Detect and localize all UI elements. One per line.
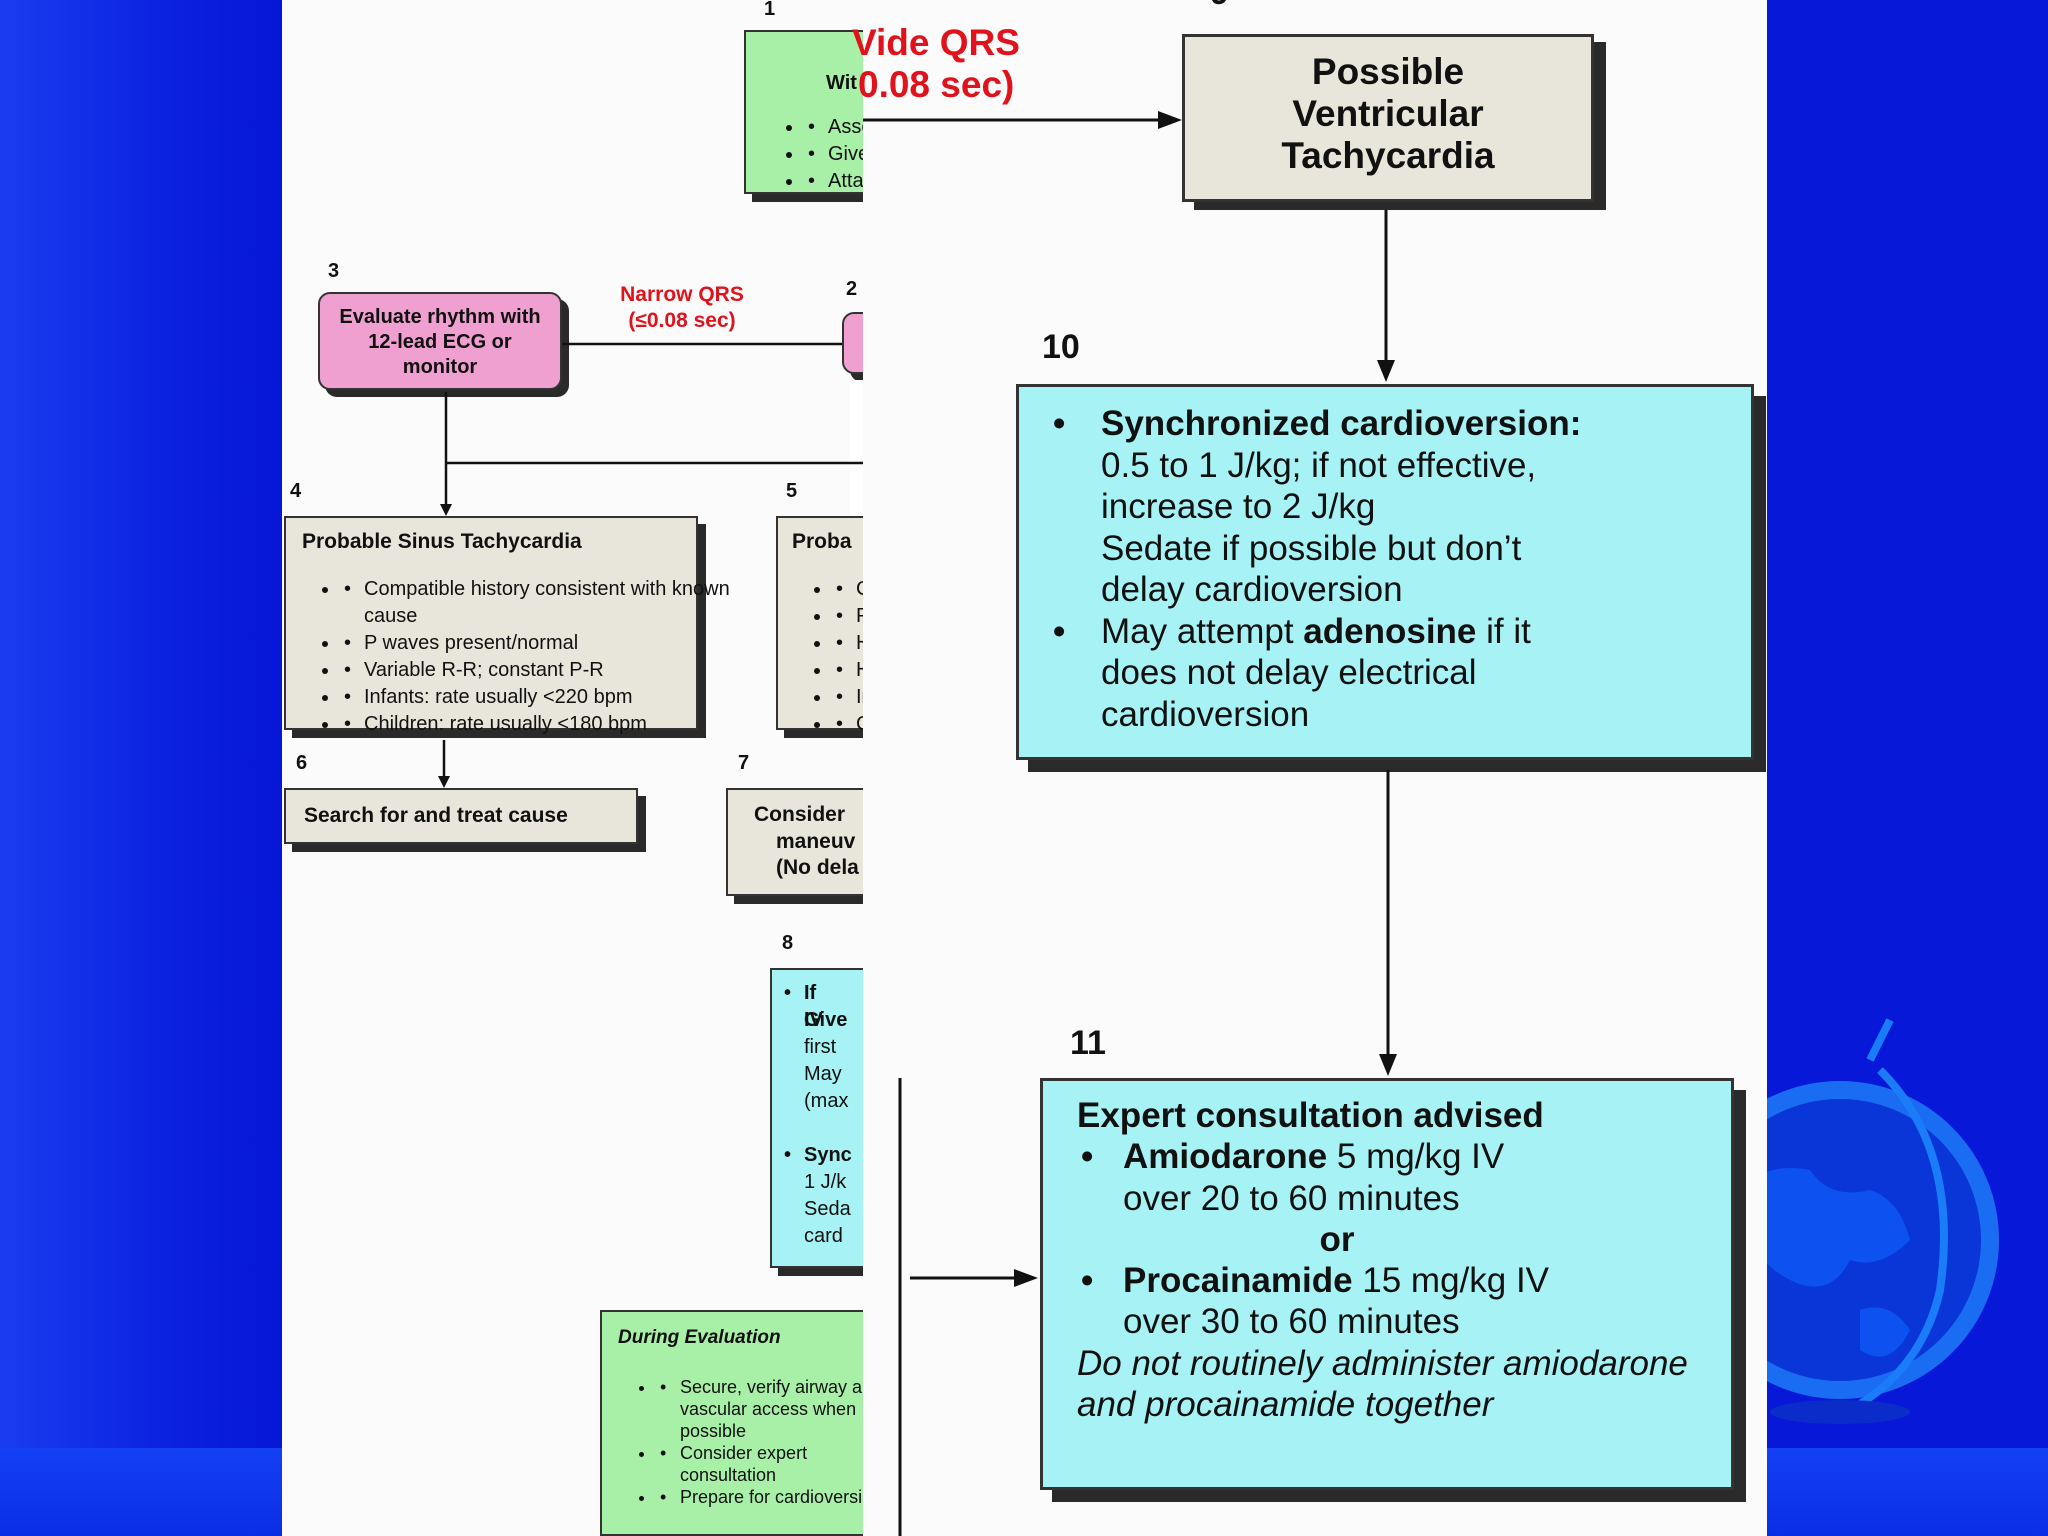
box10-line: does not delay electrical <box>1101 653 1477 692</box>
box5-item: Histo <box>832 657 863 684</box>
box8-line: May <box>804 1063 842 1085</box>
box11-or: or <box>1319 1219 1355 1259</box>
box6-text: Search for and treat cause <box>304 804 568 827</box>
box4-item: Infants: rate usually <220 bpm <box>340 684 730 711</box>
box-2 <box>842 312 863 374</box>
box8-line: first <box>804 1036 837 1058</box>
box8-line: Seda <box>804 1198 851 1220</box>
box10-line: cardioversion <box>1101 694 1310 734</box>
during-evaluation-item: Secure, verify airway and vascular acces… <box>656 1376 863 1442</box>
box-10: • Synchronized cardioversion: 0.5 to 1 J… <box>1016 384 1754 760</box>
step-number-6: 6 <box>296 752 308 774</box>
box4-item: Variable R-R; constant P-R <box>340 657 730 684</box>
box-5: Proba Com P wa HR r Histo Infan Chil <box>776 516 863 738</box>
box-11: Expert consultation advised • Amiodarone… <box>1040 1078 1734 1490</box>
box4-item: Compatible history consistent with known… <box>340 576 730 630</box>
box10-line: Sedate if possible but don’t <box>1101 528 1522 568</box>
box10-adenosine-post: if it <box>1476 611 1531 651</box>
narrow-qrs-subtitle: (≤0.08 sec) <box>628 309 736 332</box>
box1-item: Attach <box>804 168 863 195</box>
box11-procainamide-dose: 15 mg/kg IV <box>1352 1261 1550 1301</box>
box8-line: card <box>804 1225 843 1247</box>
box8-line: 1 J/k <box>804 1171 847 1193</box>
box5-item: Com <box>832 576 863 603</box>
box-1: Wit Assess Give ox Attach <box>744 30 863 195</box>
box5-title: Proba <box>792 530 852 553</box>
box-8: • If IV Give first May (max • Sync 1 J/k… <box>770 968 863 1268</box>
box-6: Search for and treat cause <box>284 788 638 844</box>
during-evaluation-item: Consider expert consultation <box>656 1442 863 1486</box>
wide-qrs-label: Vide QRS <box>852 22 1020 63</box>
box10-line: 0.5 to 1 J/kg; if not effective, <box>1101 445 1537 485</box>
during-evaluation-title: During Evaluation <box>618 1327 781 1348</box>
left-flowchart-panel: 1 Wit Assess Give ox Attach 3 Evaluate r… <box>282 0 863 1536</box>
step-number-4: 4 <box>290 480 302 502</box>
box5-item: P wa <box>832 603 863 630</box>
box11-amiodarone-dose: 5 mg/kg IV <box>1327 1137 1505 1177</box>
during-evaluation-item: Prepare for cardioversion <box>656 1486 863 1508</box>
box9-text: Possible Ventricular Tachycardia <box>1281 51 1495 176</box>
box11-procainamide: Procainamide <box>1123 1261 1353 1301</box>
flowchart-slide: 1 Wit Assess Give ox Attach 3 Evaluate r… <box>282 0 1767 1536</box>
box4-item: P waves present/normal <box>340 630 730 657</box>
box1-item: Give ox <box>804 141 863 168</box>
step-number-3: 3 <box>328 260 340 282</box>
box8-line: Sync <box>804 1144 852 1166</box>
box11-amiodarone-duration: over 20 to 60 minutes <box>1123 1178 1460 1218</box>
box11-title: Expert consultation advised <box>1077 1096 1544 1135</box>
box10-line: delay cardioversion <box>1101 570 1403 609</box>
box8-line: Give <box>804 1009 848 1031</box>
box10-line: increase to 2 J/kg <box>1101 487 1376 526</box>
box11-amiodarone: Amiodarone <box>1123 1137 1328 1177</box>
step-number-7: 7 <box>738 752 750 774</box>
box7-line: maneuv <box>776 830 856 853</box>
box7-line: (No dela <box>776 856 859 879</box>
box1-item: Assess <box>804 114 863 141</box>
box10-adenosine-drug: adenosine <box>1303 611 1477 651</box>
step-number-8: 8 <box>782 932 794 954</box>
box8-line: If IV <box>804 982 823 1031</box>
box3-text: Evaluate rhythm with 12-lead ECG or moni… <box>339 306 541 378</box>
box-7: Consider maneuv (No dela <box>726 788 863 896</box>
box5-item: Chil <box>832 711 863 738</box>
box11-note: Do not routinely administer amiodarone a… <box>1077 1343 1688 1425</box>
step-number-2: 2 <box>846 278 858 300</box>
box10-adenosine-pre: May attempt <box>1101 611 1304 651</box>
step-number-9: 9 <box>1210 0 1229 13</box>
step-number-5: 5 <box>786 480 798 502</box>
box-3: Evaluate rhythm with 12-lead ECG or moni… <box>318 292 562 390</box>
box8-line: (max <box>804 1090 849 1112</box>
box-4: Probable Sinus Tachycardia Compatible hi… <box>284 516 730 738</box>
box4-item: Children: rate usually <180 bpm <box>340 711 730 738</box>
during-evaluation-box: During Evaluation Secure, verify airway … <box>600 1310 863 1536</box>
right-connector-arrows <box>863 111 1397 1536</box>
box11-procainamide-duration: over 30 to 60 minutes <box>1123 1302 1460 1342</box>
narrow-qrs-label: Narrow QRS <box>620 283 744 306</box>
box1-heading: Wit <box>826 72 857 94</box>
step-number-1: 1 <box>764 0 776 20</box>
box10-cardioversion-heading: Synchronized cardioversion: <box>1101 404 1582 443</box>
wide-qrs-subtitle: 0.08 sec) <box>858 64 1015 105</box>
step-number-11: 11 <box>1070 1024 1106 1062</box>
box5-item: Infan <box>832 684 863 711</box>
step-number-10: 10 <box>1042 328 1080 366</box>
box-9: Possible Ventricular Tachycardia <box>1182 34 1594 202</box>
box7-line: Consider <box>754 803 846 826</box>
box5-item: HR r <box>832 630 863 657</box>
left-connector-lines <box>438 342 863 788</box>
box4-title: Probable Sinus Tachycardia <box>302 530 582 553</box>
